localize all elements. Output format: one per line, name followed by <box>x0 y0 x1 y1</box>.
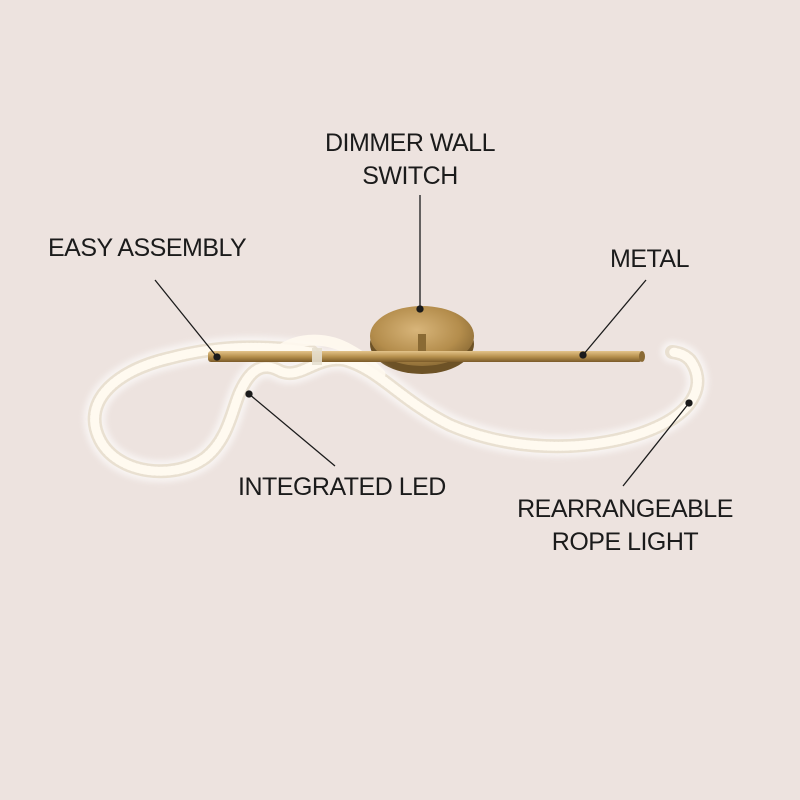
metal-label: METAL <box>610 245 690 273</box>
rearrangeable-rope-light-label: REARRANGEABLE ROPE LIGHT <box>505 493 745 559</box>
rope-label-line1: REARRANGEABLE <box>517 495 733 523</box>
callout-easy-dot <box>213 353 221 361</box>
callout-lines <box>154 195 693 487</box>
rope-label-line2: ROPE LIGHT <box>551 528 699 556</box>
canopy-base <box>370 306 474 374</box>
integrated-led-label: INTEGRATED LED <box>238 473 446 501</box>
dimmer-label-line1: DIMMER WALL <box>325 129 495 157</box>
callout-rope-dot <box>685 399 693 407</box>
rope-light <box>83 334 709 483</box>
easy-assembly-label: EASY ASSEMBLY <box>48 234 247 262</box>
callout-led-dot <box>245 390 253 398</box>
callout-easy-line <box>154 279 218 358</box>
callout-metal-dot <box>579 351 587 359</box>
callout-metal-line <box>582 279 647 356</box>
callout-led-line <box>248 393 336 467</box>
callout-dimmer-dot <box>416 305 424 313</box>
dimmer-label-line2: SWITCH <box>362 162 458 190</box>
callout-rope-line <box>622 402 690 487</box>
dimmer-wall-switch-label: DIMMER WALL SWITCH <box>320 127 500 193</box>
brass-bar <box>208 348 645 365</box>
